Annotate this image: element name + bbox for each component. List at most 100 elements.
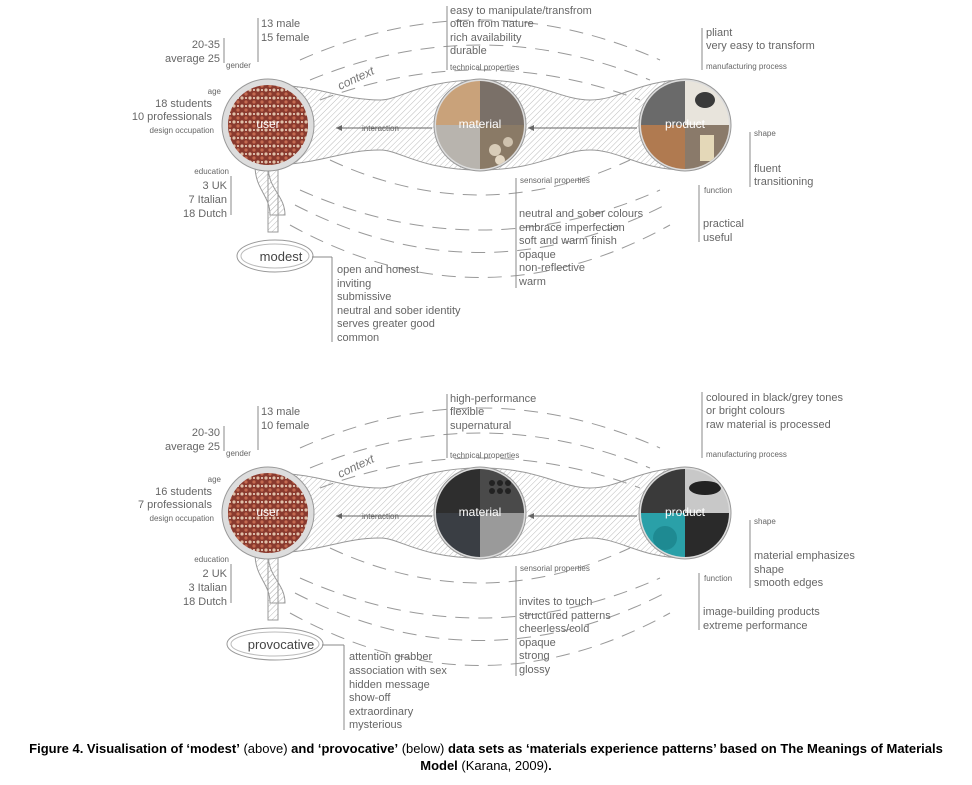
caption-bold-4: . bbox=[548, 758, 552, 773]
product-shape: shape fluent transitioning bbox=[749, 129, 813, 188]
caption-bold-3: data sets as ‘materials experience patte… bbox=[420, 741, 943, 773]
function-label: function bbox=[704, 186, 732, 195]
product-node: product bbox=[638, 466, 732, 560]
caption-bold-2: and ‘provocative’ bbox=[291, 741, 399, 756]
shape-value: material emphasizes bbox=[754, 550, 855, 562]
user-label: user bbox=[256, 505, 279, 519]
education-value: 7 Italian bbox=[188, 194, 227, 206]
product-manufacturing: coloured in black/grey tones or bright c… bbox=[701, 392, 843, 459]
meaning-values: open and honest inviting submissive neut… bbox=[337, 264, 461, 344]
occupation-value: 7 professionals bbox=[138, 499, 212, 511]
user-gender: 13 male 10 female gender bbox=[226, 406, 309, 458]
interaction-label: interaction bbox=[362, 512, 399, 521]
sensorial-value: structured patterns bbox=[519, 610, 611, 622]
function-value: image-building products bbox=[703, 606, 820, 618]
user-node: user bbox=[221, 78, 315, 172]
technical-value: often from nature bbox=[450, 18, 534, 30]
user-label: user bbox=[256, 117, 279, 131]
gender-label: gender bbox=[226, 61, 251, 70]
meaning-value: extraordinary bbox=[349, 706, 414, 718]
technical-value: easy to manipulate/transfrom bbox=[450, 5, 592, 17]
age-value: 20-35 bbox=[192, 39, 220, 51]
education-label: education bbox=[194, 167, 229, 176]
shape-value: fluent bbox=[754, 163, 781, 175]
gender-label: gender bbox=[226, 449, 251, 458]
education-label: education bbox=[194, 555, 229, 564]
gender-value: 15 female bbox=[261, 32, 309, 44]
education-value: 3 Italian bbox=[188, 582, 227, 594]
material-sensorial: sensorial properties neutral and sober c… bbox=[515, 176, 644, 288]
meaning-value: hidden message bbox=[349, 679, 430, 691]
occupation-value: 10 professionals bbox=[132, 111, 213, 123]
user-education: education 3 UK 7 Italian 18 Dutch bbox=[183, 167, 232, 220]
sensorial-value: embrace imperfection bbox=[519, 222, 625, 234]
sensorial-value: invites to touch bbox=[519, 596, 592, 608]
shape-value: shape bbox=[754, 564, 784, 576]
user-age: 20-30 average 25 age bbox=[165, 426, 225, 484]
sensorial-label: sensorial properties bbox=[520, 564, 590, 573]
meaning-node: modest bbox=[236, 239, 333, 342]
age-value: 20-30 bbox=[192, 427, 220, 439]
occupation-value: 16 students bbox=[155, 486, 212, 498]
manufacturing-label: manufacturing process bbox=[706, 450, 787, 459]
meaning-value: mysterious bbox=[349, 719, 403, 731]
sensorial-value: cheerless/cold bbox=[519, 623, 589, 635]
occupation-value: 18 students bbox=[155, 98, 212, 110]
caption-normal-2: (below) bbox=[398, 741, 448, 756]
user-age: 20-35 average 25 age bbox=[165, 38, 225, 96]
product-material-arrow bbox=[528, 125, 637, 131]
user-education: education 2 UK 3 Italian 18 Dutch bbox=[183, 555, 232, 608]
manufacturing-label: manufacturing process bbox=[706, 62, 787, 71]
material-label: material bbox=[459, 117, 502, 131]
interaction-arrow: interaction bbox=[336, 512, 432, 521]
sensorial-value: glossy bbox=[519, 664, 551, 676]
meaning-value: attention grabber bbox=[349, 651, 433, 663]
caption-normal-3: (Karana, 2009) bbox=[457, 758, 549, 773]
meaning-value: submissive bbox=[337, 291, 391, 303]
product-manufacturing: pliant very easy to transform manufactur… bbox=[701, 27, 815, 71]
technical-value: high-performance bbox=[450, 393, 536, 405]
sensorial-value: strong bbox=[519, 650, 550, 662]
meaning-value: neutral and sober identity bbox=[337, 305, 461, 317]
shape-value: transitioning bbox=[754, 176, 813, 188]
meaning-label: provocative bbox=[248, 637, 314, 652]
diagram-canvas: user material bbox=[132, 5, 855, 731]
modest-diagram: user material bbox=[132, 5, 815, 344]
technical-value: supernatural bbox=[450, 420, 511, 432]
education-value: 18 Dutch bbox=[183, 596, 227, 608]
manufacturing-value: pliant bbox=[706, 27, 732, 39]
shape-label: shape bbox=[754, 517, 776, 526]
meaning-label: modest bbox=[260, 249, 303, 264]
education-value: 18 Dutch bbox=[183, 208, 227, 220]
material-sensorial: sensorial properties invites to touch st… bbox=[515, 564, 611, 676]
meaning-value: common bbox=[337, 332, 379, 344]
gender-value: 13 male bbox=[261, 18, 300, 30]
material-node: material bbox=[433, 466, 527, 560]
product-label: product bbox=[665, 117, 706, 131]
function-value: useful bbox=[703, 232, 732, 244]
age-value: average 25 bbox=[165, 53, 220, 65]
sensorial-value: opaque bbox=[519, 249, 556, 261]
meaning-value: show-off bbox=[349, 692, 391, 704]
technical-value: rich availability bbox=[450, 32, 522, 44]
manufacturing-value: very easy to transform bbox=[706, 40, 815, 52]
gender-value: 13 male bbox=[261, 406, 300, 418]
interaction-arrow: interaction bbox=[336, 124, 432, 133]
function-value: practical bbox=[703, 218, 744, 230]
manufacturing-value: coloured in black/grey tones bbox=[706, 392, 843, 404]
meaning-value: inviting bbox=[337, 278, 371, 290]
material-node: material bbox=[433, 78, 527, 172]
user-occupation: 16 students 7 professionals design occup… bbox=[138, 486, 214, 523]
caption-bold-1: Figure 4. Visualisation of ‘modest’ bbox=[29, 741, 240, 756]
education-value: 3 UK bbox=[203, 180, 228, 192]
meaning-node: provocative bbox=[226, 627, 345, 730]
context-arcs bbox=[289, 19, 671, 278]
figure-caption: Figure 4. Visualisation of ‘modest’ (abo… bbox=[20, 740, 952, 774]
sensorial-value: soft and warm finish bbox=[519, 235, 617, 247]
user-node: user bbox=[221, 466, 315, 560]
user-occupation: 18 students 10 professionals design occu… bbox=[132, 98, 214, 135]
function-value: extreme performance bbox=[703, 620, 808, 632]
context-arcs bbox=[289, 407, 671, 666]
function-label: function bbox=[704, 574, 732, 583]
product-function: function practical useful bbox=[698, 185, 744, 244]
